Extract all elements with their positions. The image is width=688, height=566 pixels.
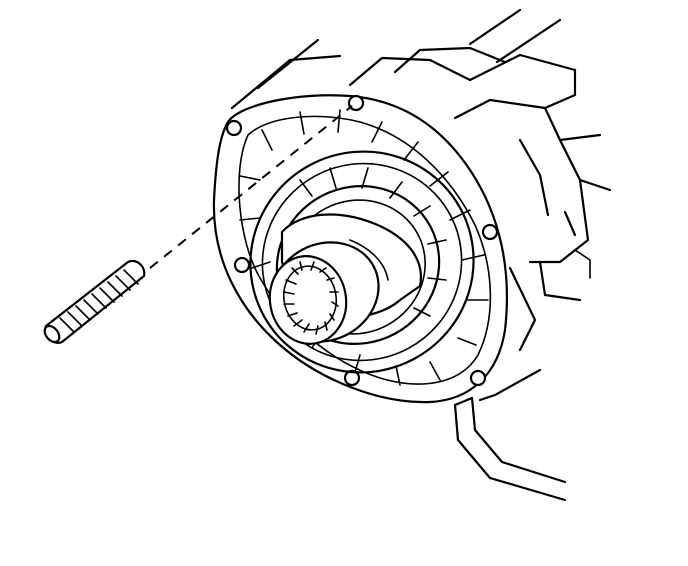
bolt-hole (233, 256, 251, 274)
bolt-hole (347, 94, 365, 112)
bolt-hole (225, 119, 243, 137)
output-shaft (268, 213, 423, 345)
transmission-housing (230, 8, 612, 402)
alignment-dashed-line (149, 105, 353, 269)
cable (453, 396, 567, 502)
bolt-hole (469, 369, 487, 387)
stud (43, 259, 146, 344)
bolt-hole (343, 369, 361, 387)
bolt-hole (481, 223, 499, 241)
